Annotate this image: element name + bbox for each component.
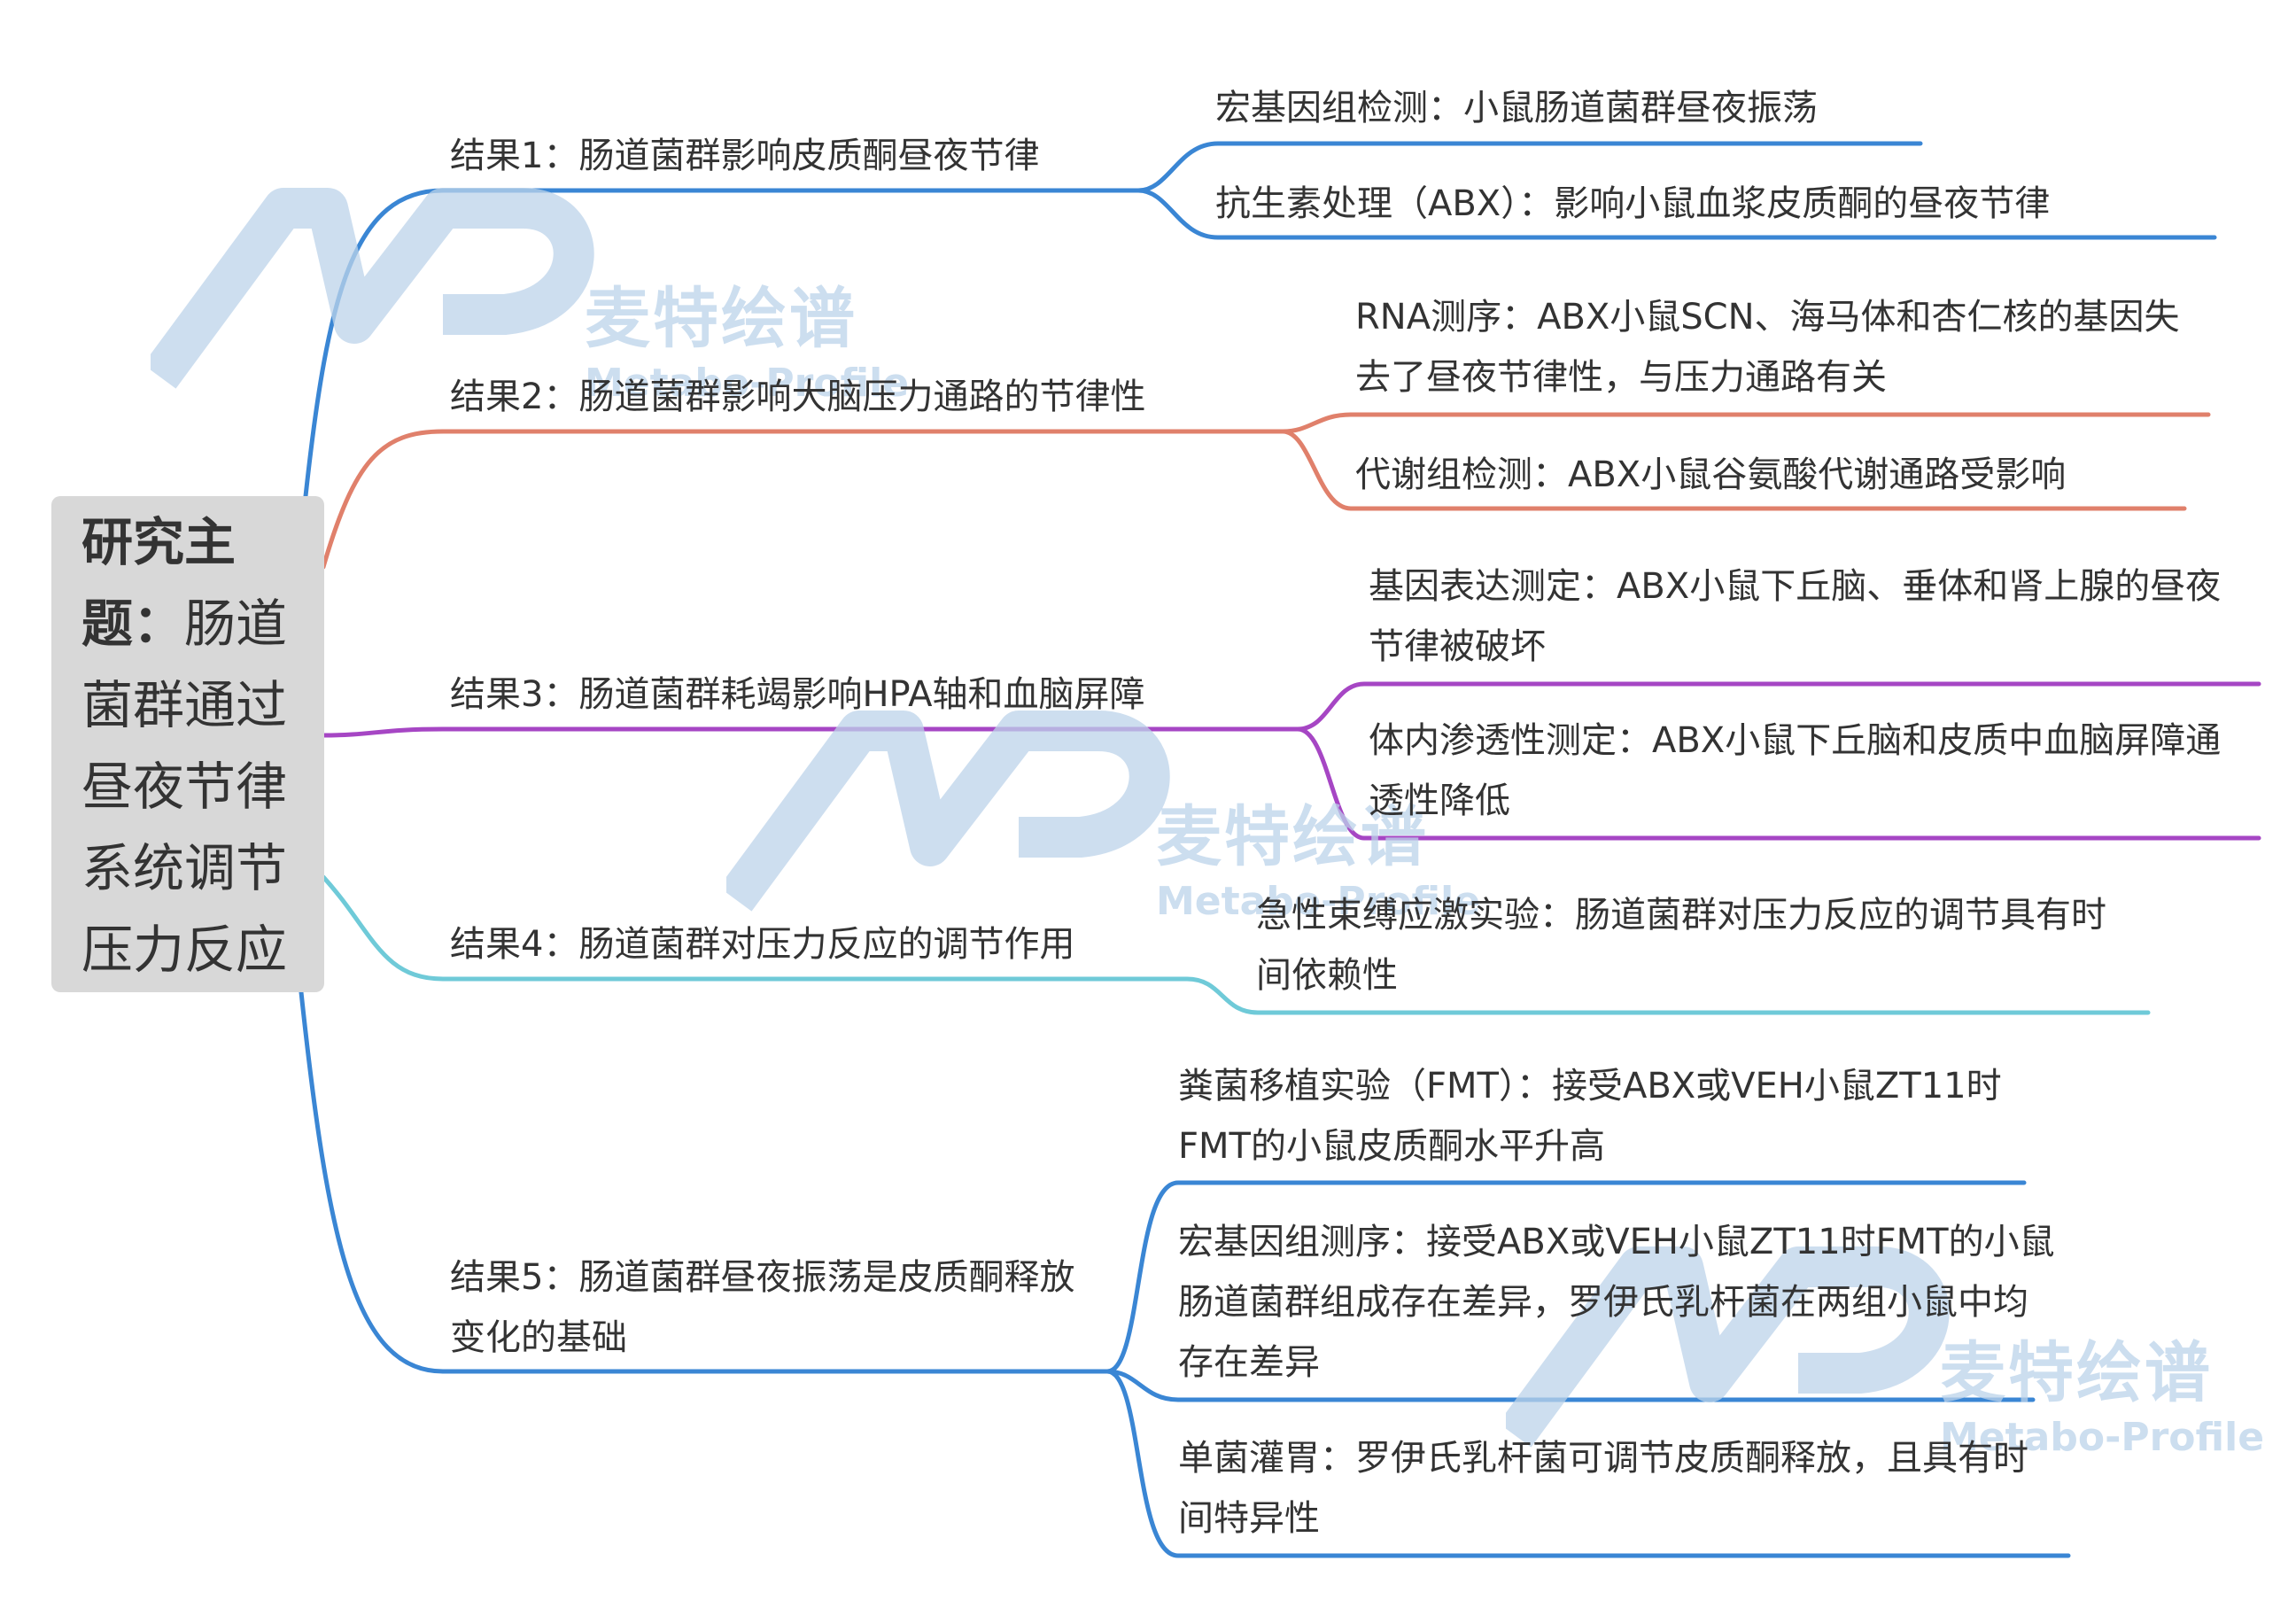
link-branch3-child1 <box>1295 681 2261 732</box>
root-title-bold: 研究主题： <box>81 512 237 654</box>
watermark-brand: 麦特绘谱 Metabo-Profile <box>1940 1320 2264 1460</box>
watermark-brand-en: Metabo-Profile <box>1156 879 1481 924</box>
branch1-child2: 抗生素处理（ABX）：影响小鼠血浆皮质酮的昼夜节律 <box>1215 183 2051 224</box>
watermark-brand-cn: 麦特绘谱 <box>1940 1335 2213 1411</box>
link-branch4-child1 <box>1184 976 2151 1015</box>
link-branch2-child1 <box>1280 412 2211 434</box>
root-node-box <box>51 496 324 992</box>
root-node-title: 研究主题：肠道菌群通过昼夜节律系统调节压力反应 <box>81 501 303 990</box>
branch4-child1: 急性束缚应激实验：肠道菌群对压力反应的调节具有时间依赖性 <box>1256 895 2106 996</box>
branch3-child1: 基因表达测定：ABX小鼠下丘脑、垂体和肾上腺的昼夜节律被破坏 <box>1369 566 2222 667</box>
link-branch5-child1 <box>1105 1180 2027 1374</box>
watermark-logo <box>143 173 611 407</box>
link-branch2-child2 <box>1280 429 2187 511</box>
link-branch5-child2 <box>1105 1369 2036 1402</box>
link-root-branch4 <box>321 874 446 982</box>
mp-logo-icon <box>718 711 1170 912</box>
branch2-label: 结果2：肠道菌群影响大脑压力通路的节律性 <box>450 377 1146 417</box>
watermark-brand-en: Metabo-Profile <box>1940 1415 2265 1460</box>
branch5-label: 结果5：肠道菌群昼夜振荡是皮质酮释放变化的基础 <box>450 1257 1075 1358</box>
branch4-label: 结果4：肠道菌群对压力反应的调节作用 <box>450 924 1075 965</box>
watermark-logo <box>718 695 1187 929</box>
branch2-child2: 代谢组检测：ABX小鼠谷氨酸代谢通路受影响 <box>1355 454 2067 495</box>
watermark-brand-en: Metabo-Profile <box>585 361 910 406</box>
link-root-branch3 <box>321 726 446 738</box>
link-branch5-child3 <box>1105 1369 2071 1558</box>
watermark-brand: 麦特绘谱 Metabo-Profile <box>1156 784 1480 924</box>
branch5-child3: 单菌灌胃：罗伊氏乳杆菌可调节皮质酮释放，且具有时间特异性 <box>1178 1438 2028 1539</box>
link-branch1-child2 <box>1136 188 2217 240</box>
branch3-label: 结果3：肠道菌群耗竭影响HPA轴和血脑屏障 <box>450 674 1145 715</box>
mp-logo-icon <box>143 188 594 389</box>
link-branch3-child2 <box>1295 726 2261 841</box>
branch3-child2: 体内渗透性测定：ABX小鼠下丘脑和皮质中血脑屏障通透性降低 <box>1369 720 2222 821</box>
branch5-child1: 粪菌移植实验（FMT）：接受ABX或VEH小鼠ZT11时FMT的小鼠皮质酮水平升… <box>1178 1066 2002 1167</box>
watermark-brand-cn: 麦特绘谱 <box>1156 799 1429 875</box>
watermark-logo <box>1498 1231 1966 1465</box>
link-root-branch2 <box>321 429 446 570</box>
branch1-label: 结果1：肠道菌群影响皮质酮昼夜节律 <box>450 136 1040 176</box>
mp-logo-icon <box>1498 1246 1950 1448</box>
branch1-child1: 宏基因组检测：小鼠肠道菌群昼夜振荡 <box>1215 88 1818 128</box>
root-title-rest: 肠道菌群通过昼夜节律系统调节压力反应 <box>81 594 288 980</box>
link-root-branch5 <box>299 990 446 1374</box>
watermark-brand-cn: 麦特绘谱 <box>585 281 857 357</box>
watermark-brand: 麦特绘谱 Metabo-Profile <box>585 266 909 406</box>
branch5-child2: 宏基因组测序：接受ABX或VEH小鼠ZT11时FMT的小鼠肠道菌群组成存在差异，… <box>1178 1222 2055 1383</box>
link-branch1-child1 <box>1136 141 1923 193</box>
branch2-child1: RNA测序：ABX小鼠SCN、海马体和杏仁核的基因失去了昼夜节律性，与压力通路有… <box>1355 297 2180 398</box>
